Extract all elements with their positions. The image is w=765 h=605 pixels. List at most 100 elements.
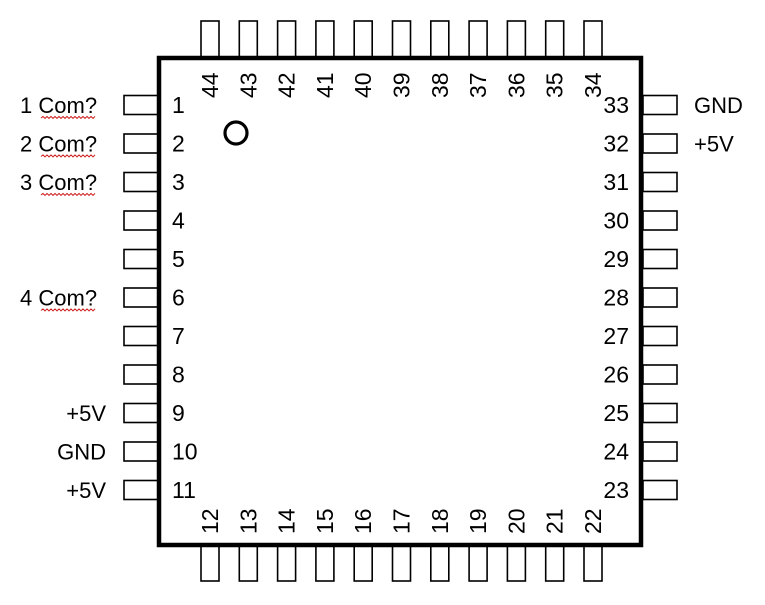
pin-number-4: 4 bbox=[172, 208, 185, 234]
pin-number-9: 9 bbox=[172, 400, 185, 426]
pin-lead-14 bbox=[276, 544, 297, 582]
spellcheck-underline bbox=[40, 192, 96, 197]
pin-lead-5 bbox=[123, 248, 159, 270]
pin-number-13: 13 bbox=[235, 508, 261, 534]
pin-lead-4 bbox=[123, 210, 159, 231]
pin-number-5: 5 bbox=[172, 246, 185, 272]
com-label-number: 2 bbox=[20, 132, 32, 157]
pin-lead-20 bbox=[506, 544, 527, 582]
net-label-pin-33: GND bbox=[694, 93, 743, 118]
pin-number-12: 12 bbox=[197, 508, 223, 534]
pin-number-31: 31 bbox=[603, 169, 629, 195]
pin-number-8: 8 bbox=[172, 362, 185, 388]
pin-number-34: 34 bbox=[580, 72, 606, 98]
pin-lead-18 bbox=[429, 544, 450, 582]
spellcheck-underline bbox=[40, 115, 96, 120]
pin-number-39: 39 bbox=[389, 72, 415, 98]
pin-number-41: 41 bbox=[312, 72, 338, 98]
com-label-pin-3: 3 Com? bbox=[20, 170, 97, 195]
pin-lead-24 bbox=[642, 441, 678, 462]
pin-number-3: 3 bbox=[172, 169, 185, 195]
pin-lead-22 bbox=[583, 544, 603, 582]
pin-number-21: 21 bbox=[542, 508, 568, 534]
pin-number-2: 2 bbox=[172, 131, 185, 157]
spellcheck-underline bbox=[40, 308, 96, 312]
pin-lead-41 bbox=[315, 20, 335, 58]
pin-lead-35 bbox=[544, 20, 565, 58]
pin-lead-44 bbox=[200, 20, 220, 58]
pin-number-44: 44 bbox=[197, 72, 223, 98]
pin-lead-34 bbox=[583, 20, 603, 58]
chip-body bbox=[156, 55, 644, 548]
pin-number-20: 20 bbox=[503, 508, 529, 534]
pin-lead-32 bbox=[642, 133, 678, 154]
pin-lead-13 bbox=[238, 544, 259, 582]
net-label-pin-9: +5V bbox=[66, 401, 106, 426]
pin-lead-26 bbox=[642, 364, 678, 385]
pin-lead-12 bbox=[200, 544, 220, 582]
pin-lead-7 bbox=[123, 325, 159, 347]
pin-number-30: 30 bbox=[603, 208, 629, 234]
pin-number-42: 42 bbox=[274, 72, 300, 98]
pin-lead-25 bbox=[642, 402, 678, 424]
pin-number-19: 19 bbox=[465, 508, 491, 534]
pin-number-15: 15 bbox=[312, 508, 338, 534]
com-label-word: Com? bbox=[38, 93, 97, 118]
pin-lead-11 bbox=[123, 479, 159, 501]
com-label-word: Com? bbox=[38, 170, 97, 195]
pin-lead-29 bbox=[642, 248, 678, 270]
pin-lead-2 bbox=[123, 133, 159, 154]
pin-lead-39 bbox=[391, 20, 412, 58]
pin-lead-42 bbox=[276, 20, 297, 58]
pin-number-1: 1 bbox=[172, 92, 185, 118]
pin-number-40: 40 bbox=[350, 72, 376, 98]
com-label-pin-6: 4 Com? bbox=[20, 286, 97, 311]
pin-number-17: 17 bbox=[389, 508, 415, 534]
pin-lead-23 bbox=[642, 479, 678, 501]
pin-number-38: 38 bbox=[427, 72, 453, 98]
pin-lead-17 bbox=[391, 544, 412, 582]
pin-lead-15 bbox=[315, 544, 335, 582]
pin-number-10: 10 bbox=[172, 439, 198, 465]
pin-number-43: 43 bbox=[235, 72, 261, 98]
pin-lead-36 bbox=[506, 20, 527, 58]
pin-number-36: 36 bbox=[503, 72, 529, 98]
com-label-number: 1 bbox=[20, 93, 32, 118]
pin-number-27: 27 bbox=[603, 323, 629, 349]
pin-lead-31 bbox=[642, 171, 678, 193]
pin-number-24: 24 bbox=[603, 439, 629, 465]
pin-lead-43 bbox=[238, 20, 259, 58]
pin-number-22: 22 bbox=[580, 508, 606, 534]
pin-number-7: 7 bbox=[172, 323, 185, 349]
net-label-pin-32: +5V bbox=[694, 132, 734, 157]
pin-lead-28 bbox=[642, 287, 678, 308]
pin-lead-19 bbox=[468, 544, 488, 582]
pin-lead-33 bbox=[642, 94, 678, 116]
pin-number-6: 6 bbox=[172, 285, 185, 311]
net-label-pin-11: +5V bbox=[66, 478, 106, 503]
com-label-number: 3 bbox=[20, 170, 32, 195]
spellcheck-underline bbox=[40, 154, 96, 158]
pin-lead-37 bbox=[468, 20, 488, 58]
pin-number-11: 11 bbox=[172, 477, 196, 503]
pin-lead-27 bbox=[642, 325, 678, 347]
pin-lead-10 bbox=[123, 441, 159, 462]
pin-lead-9 bbox=[123, 402, 159, 424]
pin-lead-30 bbox=[642, 210, 678, 231]
pin-number-37: 37 bbox=[465, 72, 491, 98]
pin1-marker bbox=[223, 120, 249, 146]
pin-number-25: 25 bbox=[603, 400, 629, 426]
pin-number-26: 26 bbox=[603, 362, 629, 388]
pin-number-32: 32 bbox=[603, 131, 629, 157]
com-label-word: Com? bbox=[38, 132, 97, 157]
pin-number-23: 23 bbox=[603, 477, 629, 503]
pin-lead-8 bbox=[123, 364, 159, 385]
com-label-pin-1: 1 Com? bbox=[20, 93, 97, 118]
pin-lead-3 bbox=[123, 171, 159, 193]
pin-lead-21 bbox=[544, 544, 565, 582]
net-label-pin-10: GND bbox=[57, 440, 106, 465]
pin-number-28: 28 bbox=[603, 285, 629, 311]
